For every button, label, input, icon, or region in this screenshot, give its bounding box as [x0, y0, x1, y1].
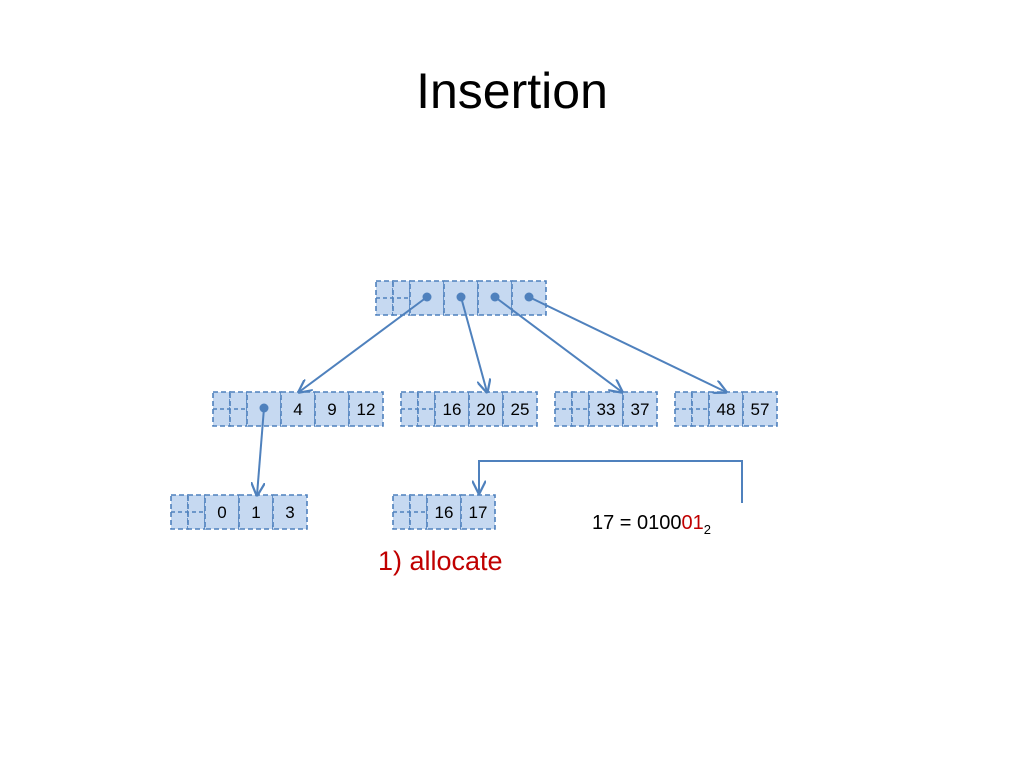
level1-node-1-key-cell-0 — [434, 391, 470, 427]
level1-arrow-0 — [257, 407, 265, 495]
level1-node-0-key-cell-2 — [348, 391, 384, 427]
level1-node-3-key-cell-1 — [742, 391, 778, 427]
root-arrow-2 — [494, 296, 622, 392]
level2-node-0-key-cell-0 — [204, 494, 240, 530]
level1-node-2-key-cell-1 — [622, 391, 658, 427]
level2-node-1-key-0: 16 — [435, 503, 454, 522]
level2-node-0-key-0: 0 — [217, 503, 226, 522]
level1-node-0-key-1: 9 — [327, 400, 336, 419]
level1-node-2-key-cell-0 — [588, 391, 624, 427]
level1-node-1-key-cell-1 — [468, 391, 504, 427]
level2-node-1-key-1: 17 — [469, 503, 488, 522]
level2-node-0-key-1: 1 — [251, 503, 260, 522]
allocate-bracket-arrow — [479, 460, 743, 503]
level1-node-0-key-0: 4 — [293, 400, 302, 419]
root-arrow-3 — [528, 296, 726, 392]
level1-node-1-key-1: 20 — [477, 400, 496, 419]
level1-node-3-key-1: 57 — [751, 400, 770, 419]
binary-equation: 17 = 0100012 — [592, 512, 711, 537]
root-arrow-1 — [460, 296, 487, 392]
step-caption: 1) allocate — [378, 546, 503, 576]
level1-node-2-key-0: 33 — [597, 400, 616, 419]
level2-node-1-key-cell-1 — [460, 494, 496, 530]
level1-node-0-key-2: 12 — [357, 400, 376, 419]
level2-node-0-key-2: 3 — [285, 503, 294, 522]
root-arrow-0 — [299, 296, 428, 392]
equation-highlight: 01 — [681, 512, 704, 534]
equation-lhs: 17 = — [592, 512, 638, 534]
level1-node-3-key-0: 48 — [717, 400, 736, 419]
root-node-pointer-cell-2 — [477, 280, 513, 316]
slide-title: Insertion — [416, 63, 608, 119]
equation-base: 2 — [703, 522, 712, 537]
level2-node-1-key-cell-0 — [426, 494, 462, 530]
level1-node-1-key-cell-2 — [502, 391, 538, 427]
level1-node-2-key-1: 37 — [631, 400, 650, 419]
equation-prefix: 0100 — [637, 512, 682, 534]
level1-node-1-key-0: 16 — [443, 400, 462, 419]
level1-node-1-key-2: 25 — [511, 400, 530, 419]
level2-node-0-key-cell-2 — [272, 494, 308, 530]
level1-node-0-key-cell-0 — [280, 391, 316, 427]
